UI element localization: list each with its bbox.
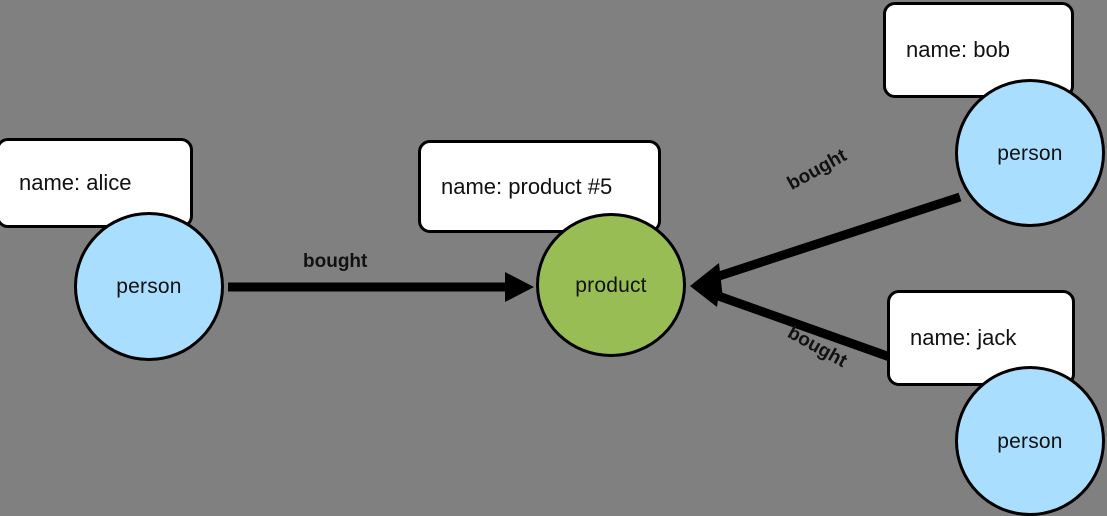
property-text-product: name: product #5 [441, 173, 613, 199]
property-box-product: name: product #5 [418, 140, 661, 233]
property-text-jack: name: jack [910, 325, 1017, 350]
edge-label-alice-product: bought [303, 251, 368, 272]
edge-alice-product[interactable] [228, 272, 534, 302]
node-person-alice[interactable]: person [74, 212, 224, 361]
edge-bob-product[interactable] [690, 192, 962, 299]
node-label-alice: person [116, 275, 182, 298]
node-product[interactable]: product [536, 213, 686, 357]
node-person-bob[interactable]: person [955, 79, 1105, 227]
node-label-bob: person [997, 141, 1063, 165]
node-person-jack[interactable]: person [955, 366, 1105, 516]
node-label-product: product [575, 273, 647, 297]
property-text-alice: name: alice [19, 170, 132, 195]
node-label-jack: person [997, 429, 1063, 453]
property-text-bob: name: bob [906, 37, 1010, 62]
